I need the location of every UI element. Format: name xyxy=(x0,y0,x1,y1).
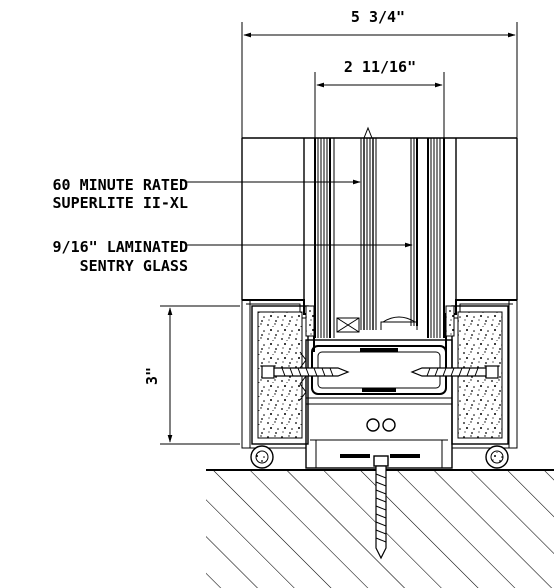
frame-height-dimension: 3" xyxy=(143,305,240,445)
glass-width-label: 2 11/16" xyxy=(344,58,416,76)
callout-superlite-line2: SUPERLITE II-XL xyxy=(53,194,188,212)
left-gasket xyxy=(250,445,274,469)
callout-superlite: 60 MINUTE RATED SUPERLITE II-XL xyxy=(53,176,361,212)
laminated-glass-pane xyxy=(380,138,445,338)
sill-subframe xyxy=(305,339,453,469)
superlite-glass-pane xyxy=(314,138,335,338)
overall-width-label: 5 3/4" xyxy=(351,8,405,26)
right-frame xyxy=(445,299,518,469)
callout-sentry-line1: 9/16" LAMINATED xyxy=(53,238,188,256)
callout-sentry-line2: SENTRY GLASS xyxy=(80,257,188,275)
callout-sentry-glass: 9/16" LAMINATED SENTRY GLASS xyxy=(53,238,413,275)
glass-width-dimension: 2 11/16" xyxy=(314,58,445,140)
overall-width-dimension: 5 3/4" xyxy=(241,8,518,140)
callout-superlite-line1: 60 MINUTE RATED xyxy=(53,176,188,194)
glazing-unit xyxy=(241,126,518,338)
left-screw xyxy=(261,365,350,379)
left-frame xyxy=(241,299,315,469)
frame-height-label: 3" xyxy=(143,367,161,385)
center-lite xyxy=(360,126,377,330)
setting-block xyxy=(336,317,360,333)
right-screw xyxy=(410,365,499,379)
right-gasket xyxy=(485,445,509,469)
anchor-screw xyxy=(373,455,389,560)
weep-holes xyxy=(366,418,396,432)
